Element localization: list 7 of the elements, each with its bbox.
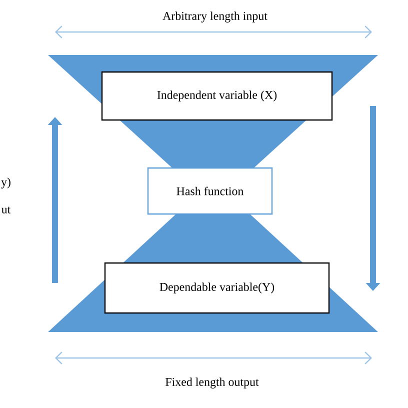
label-text: Arbitrary length input [162, 12, 268, 22]
label-text: ut [2, 206, 11, 214]
process-box: Dependable variable(Y) [104, 262, 330, 314]
process-box: Hash function [147, 167, 273, 215]
process-box: Independent variable (X) [101, 71, 333, 121]
label-text: Fixed length output [166, 378, 259, 388]
label-text: y) [1, 178, 10, 188]
